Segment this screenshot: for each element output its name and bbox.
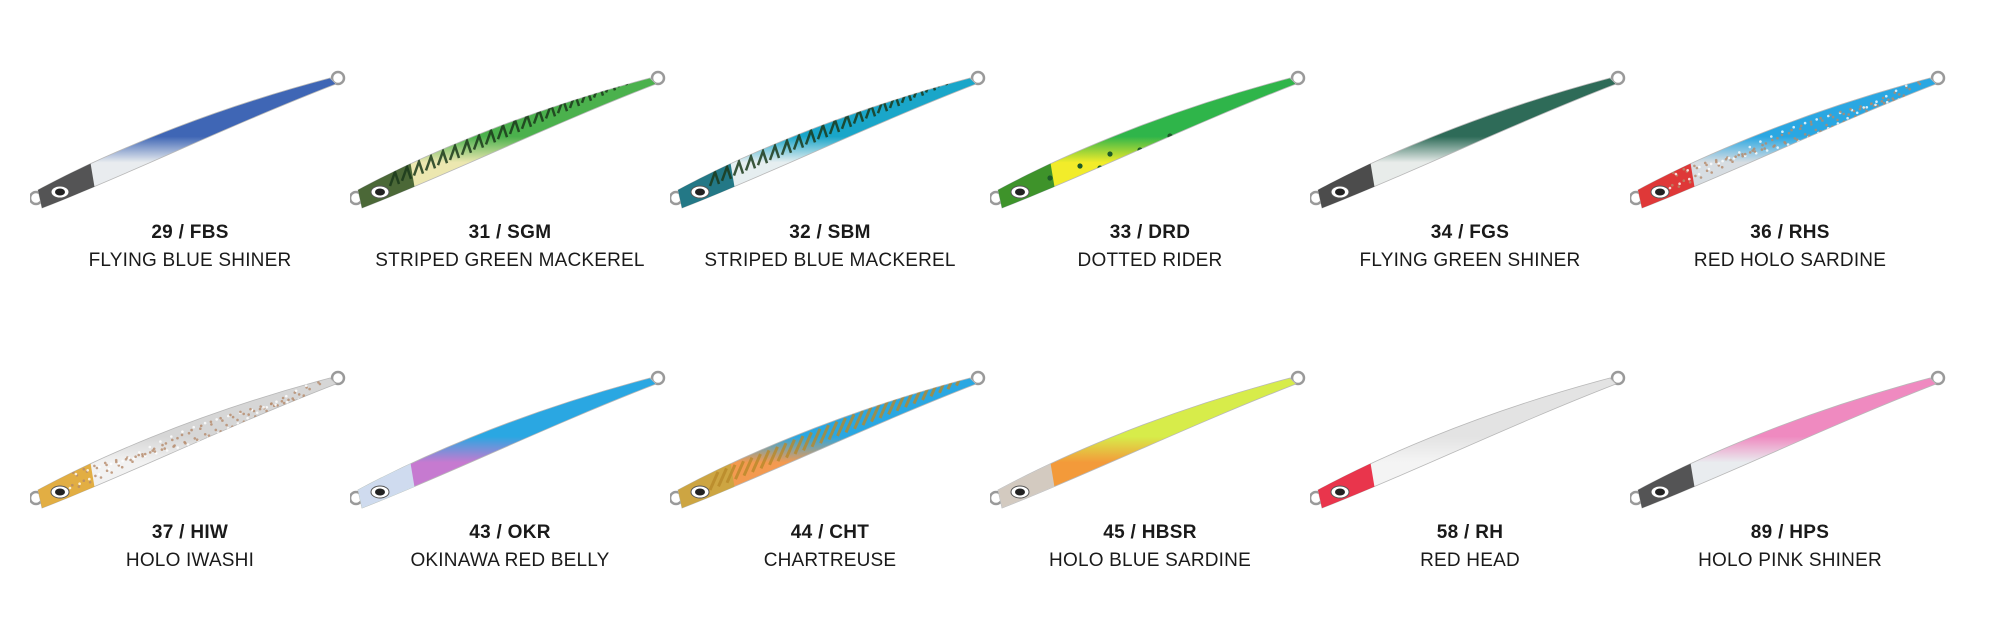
lure-item[interactable]: 89 / HPS HOLO PINK SHINER: [1630, 370, 1950, 600]
lure-body: [37, 77, 337, 209]
lure-body: [1317, 77, 1617, 209]
lure-code: 34 / FGS: [1430, 222, 1510, 243]
lure-image: [350, 70, 666, 209]
lure-eye-pupil: [375, 488, 385, 496]
lure-code: 36 / RHS: [1750, 222, 1830, 243]
lure-image: [1630, 70, 1946, 209]
lure-body: [357, 377, 657, 509]
lure-eye-pupil: [55, 488, 65, 496]
lure-code: 89 / HPS: [1750, 522, 1830, 543]
lure-image: [670, 370, 986, 509]
lure-eye-pupil: [1015, 188, 1025, 196]
lure-name: RED HOLO SARDINE: [1693, 250, 1887, 271]
split-ring-head: [1930, 370, 1946, 386]
lure-image: [990, 370, 1306, 509]
lure-image: [1630, 370, 1946, 509]
lure-name: RED HEAD: [1420, 550, 1520, 571]
lure-item[interactable]: 44 / CHT CHARTREUSE: [670, 370, 990, 600]
lure-code: 33 / DRD: [1109, 222, 1191, 243]
lure-body: [997, 77, 1297, 209]
lure-name: FLYING BLUE SHINER: [88, 250, 292, 271]
lure-image: [30, 70, 346, 209]
split-ring-head: [1610, 370, 1626, 386]
lure-code: 43 / OKR: [469, 522, 551, 543]
lure-image: [1310, 70, 1626, 209]
lure-body: [997, 377, 1297, 509]
lure-body: [677, 377, 977, 509]
lure-item[interactable]: 37 / HIW HOLO IWASHI: [30, 370, 350, 600]
lure-eye-pupil: [1015, 488, 1025, 496]
split-ring-head: [970, 70, 986, 86]
lure-item[interactable]: 36 / RHS RED HOLO SARDINE: [1630, 70, 1950, 300]
lure-image: [30, 370, 346, 509]
lure-item[interactable]: 32 / SBM STRIPED BLUE MACKEREL: [670, 70, 990, 300]
lure-eye-pupil: [1655, 188, 1665, 196]
lure-name: OKINAWA RED BELLY: [410, 550, 610, 571]
lure-body: [1317, 377, 1617, 509]
lure-code: 37 / HIW: [151, 522, 229, 543]
lure-code: 29 / FBS: [151, 222, 229, 243]
lure-name: STRIPED GREEN MACKEREL: [375, 250, 645, 271]
lure-eye-pupil: [55, 188, 65, 196]
lure-body: [677, 77, 977, 209]
lure-eye-pupil: [1335, 188, 1345, 196]
lure-code: 58 / RH: [1436, 522, 1504, 543]
split-ring-head: [1930, 70, 1946, 86]
split-ring-head: [650, 370, 666, 386]
lure-item[interactable]: 45 / HBSR HOLO BLUE SARDINE: [990, 370, 1310, 600]
split-ring-head: [970, 370, 986, 386]
lure-item[interactable]: 29 / FBS FLYING BLUE SHINER: [30, 70, 350, 300]
lure-item[interactable]: 33 / DRD DOTTED RIDER: [990, 70, 1310, 300]
lure-body: [1637, 377, 1937, 509]
lure-eye-pupil: [1655, 488, 1665, 496]
split-ring-head: [330, 70, 346, 86]
lure-eye-pupil: [695, 188, 705, 196]
lure-image: [1310, 370, 1626, 509]
lure-eye-pupil: [1335, 488, 1345, 496]
lure-body: [37, 377, 337, 509]
lure-eye-pupil: [695, 488, 705, 496]
lure-eye-pupil: [375, 188, 385, 196]
lure-name: DOTTED RIDER: [1077, 250, 1223, 271]
split-ring-head: [1610, 70, 1626, 86]
lure-name: HOLO IWASHI: [125, 550, 255, 571]
lure-image: [990, 70, 1306, 209]
lure-name: FLYING GREEN SHINER: [1359, 250, 1581, 271]
split-ring-head: [330, 370, 346, 386]
split-ring-head: [1290, 70, 1306, 86]
split-ring-head: [1290, 370, 1306, 386]
lure-image: [350, 370, 666, 509]
lure-item[interactable]: 58 / RH RED HEAD: [1310, 370, 1630, 600]
lure-code: 31 / SGM: [468, 222, 552, 243]
lure-name: HOLO BLUE SARDINE: [1049, 550, 1251, 571]
lure-code: 44 / CHT: [790, 522, 870, 543]
lure-body: [357, 77, 657, 209]
lure-body: [1637, 77, 1937, 209]
lure-name: CHARTREUSE: [763, 550, 897, 571]
lure-name: HOLO PINK SHINER: [1698, 550, 1882, 571]
lure-item[interactable]: 43 / OKR OKINAWA RED BELLY: [350, 370, 670, 600]
lure-code: 32 / SBM: [789, 222, 871, 243]
lure-item[interactable]: 31 / SGM STRIPED GREEN MACKEREL: [350, 70, 670, 300]
lure-name: STRIPED BLUE MACKEREL: [704, 250, 956, 271]
lure-code: 45 / HBSR: [1103, 522, 1197, 543]
split-ring-head: [650, 70, 666, 86]
lure-item[interactable]: 34 / FGS FLYING GREEN SHINER: [1310, 70, 1630, 300]
lure-image: [670, 70, 986, 209]
